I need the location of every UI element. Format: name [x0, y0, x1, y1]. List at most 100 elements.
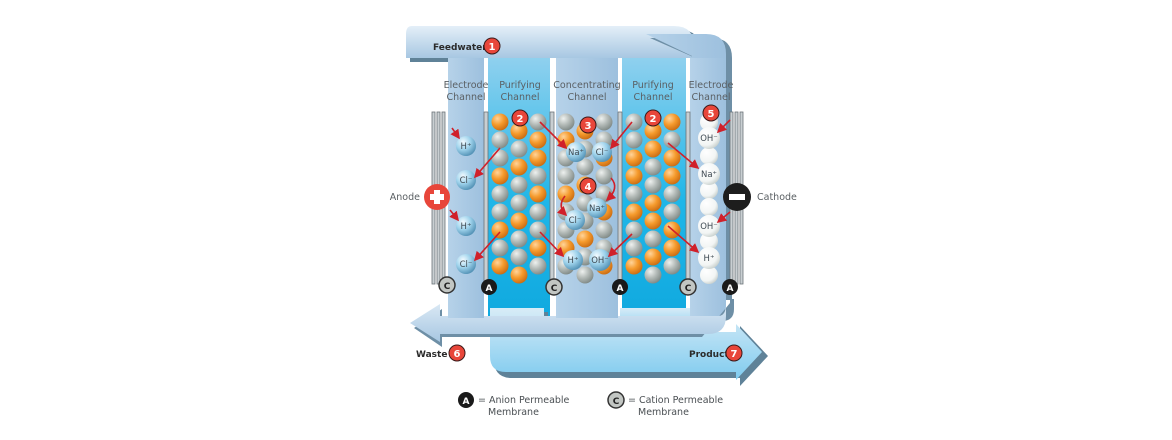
anion-resin-bead [644, 140, 662, 158]
cation-resin-bead [625, 185, 643, 203]
svg-text:OH⁻: OH⁻ [591, 256, 609, 266]
ion-h-plus-anode-1: H⁺ [456, 136, 476, 156]
anion-resin-bead [644, 248, 662, 266]
ion-oh-minus-conc-3: OH⁻ [589, 249, 611, 271]
svg-text:C: C [551, 284, 558, 294]
channel-label-1a: Electrode [444, 80, 489, 91]
anion-resin-bead [625, 149, 643, 167]
channel-label-2a: Purifying [499, 80, 541, 91]
cation-resin-bead [529, 113, 547, 131]
anion-resin-bead [644, 194, 662, 212]
svg-text:2: 2 [650, 114, 657, 125]
anion-resin-bead [510, 122, 528, 140]
anion-resin-bead [644, 122, 662, 140]
ion-cl-minus-anode-1: Cl⁻ [456, 170, 476, 190]
channel-label-3b: Channel [567, 92, 606, 103]
cation-resin-bead [644, 230, 662, 248]
membrane-marker-a-3: A [722, 279, 738, 295]
anion-resin-bead [663, 239, 681, 257]
cathode-label: Cathode [757, 192, 797, 203]
anion-resin-bead [491, 167, 509, 185]
electrode-bead [700, 198, 718, 216]
svg-text:OH⁻: OH⁻ [700, 222, 718, 232]
ions: H⁺ Cl⁻ H⁺ Cl⁻ Na⁺ Cl⁻ Na⁺ Cl⁻ H⁺ OH⁻ OH⁻… [456, 127, 720, 274]
ion-h-plus-anode-2: H⁺ [456, 216, 476, 236]
cation-resin-bead [625, 131, 643, 149]
svg-text:Na⁺: Na⁺ [701, 170, 717, 180]
anion-resin-bead [529, 131, 547, 149]
svg-text:H⁺: H⁺ [461, 222, 472, 232]
anion-resin-bead [491, 113, 509, 131]
svg-text:Waste: Waste [416, 350, 447, 360]
step-2-left: 2 [511, 109, 529, 127]
cation-resin-bead [625, 221, 643, 239]
feedwater-label: Feedwater 1 [433, 37, 501, 55]
cation-resin-bead [491, 149, 509, 167]
anion-resin-bead [529, 239, 547, 257]
electrode-bead [700, 232, 718, 250]
step-badges: 2 3 4 2 5 [511, 104, 720, 195]
svg-text:Membrane: Membrane [638, 407, 689, 418]
anion-resin-bead [529, 149, 547, 167]
anion-resin-bead [510, 158, 528, 176]
cation-resin-bead [529, 257, 547, 275]
svg-text:Cl⁻: Cl⁻ [460, 260, 473, 270]
cation-resin-bead [644, 158, 662, 176]
ion-na-plus-conc-1: Na⁺ [566, 142, 586, 162]
step-2-right: 2 [644, 109, 662, 127]
svg-text:C: C [685, 284, 692, 294]
svg-text:= Anion Permeable: = Anion Permeable [478, 395, 570, 406]
anion-resin-bead [625, 203, 643, 221]
channel-label-3a: Concentrating [553, 80, 620, 91]
cation-resin-bead [491, 239, 509, 257]
cation-resin-bead [644, 176, 662, 194]
anion-resin-bead [663, 149, 681, 167]
channel-label-4a: Purifying [632, 80, 674, 91]
cation-resin-bead [663, 131, 681, 149]
channel-label-1b: Channel [446, 92, 485, 103]
cation-resin-bead [625, 239, 643, 257]
svg-text:OH⁻: OH⁻ [700, 134, 718, 144]
membrane-marker-c-2: C [545, 278, 563, 296]
anion-resin-bead [510, 266, 528, 284]
cation-resin-bead [510, 248, 528, 266]
cation-resin-bead [510, 230, 528, 248]
step-6: 6 [454, 349, 461, 360]
svg-text:5: 5 [708, 109, 715, 120]
svg-text:Cl⁻: Cl⁻ [569, 216, 582, 226]
waste-label: Waste 6 [416, 344, 466, 362]
ion-na-plus-cathode: Na⁺ [698, 163, 720, 185]
membrane-markers: C A C A C A [438, 276, 738, 296]
svg-text:A: A [463, 397, 470, 407]
ion-oh-minus-cathode-2: OH⁻ [698, 215, 720, 237]
cation-resin-bead [491, 131, 509, 149]
svg-text:A: A [727, 284, 734, 294]
cation-resin-bead [557, 113, 575, 131]
svg-text:C: C [613, 397, 620, 407]
membrane-marker-a-1: A [481, 279, 497, 295]
membrane-marker-c-1: C [438, 276, 456, 294]
channel-label-2b: Channel [500, 92, 539, 103]
svg-text:Cl⁻: Cl⁻ [460, 176, 473, 186]
product-label: Product 7 [689, 344, 743, 362]
cation-resin-bead [663, 257, 681, 275]
svg-text:Product: Product [689, 350, 729, 360]
anion-resin-bead [663, 113, 681, 131]
anion-resin-bead [529, 185, 547, 203]
anion-resin-bead [557, 185, 575, 203]
cation-resin-bead [663, 203, 681, 221]
anion-resin-bead [625, 167, 643, 185]
channel-labels: Electrode Channel Purifying Channel Conc… [444, 80, 734, 103]
svg-text:H⁺: H⁺ [568, 256, 579, 266]
anion-resin-bead [625, 257, 643, 275]
legend-anion: A = Anion Permeable Membrane [458, 392, 570, 418]
anion-resin-bead [644, 212, 662, 230]
legend-cation: C = Cation Permeable Membrane [607, 391, 723, 418]
cation-resin-bead [529, 203, 547, 221]
channel-label-4b: Channel [633, 92, 672, 103]
svg-text:Na⁺: Na⁺ [568, 148, 584, 158]
anode: Anode [390, 184, 450, 210]
electrode-bead [700, 147, 718, 165]
step-4: 4 [579, 177, 597, 195]
